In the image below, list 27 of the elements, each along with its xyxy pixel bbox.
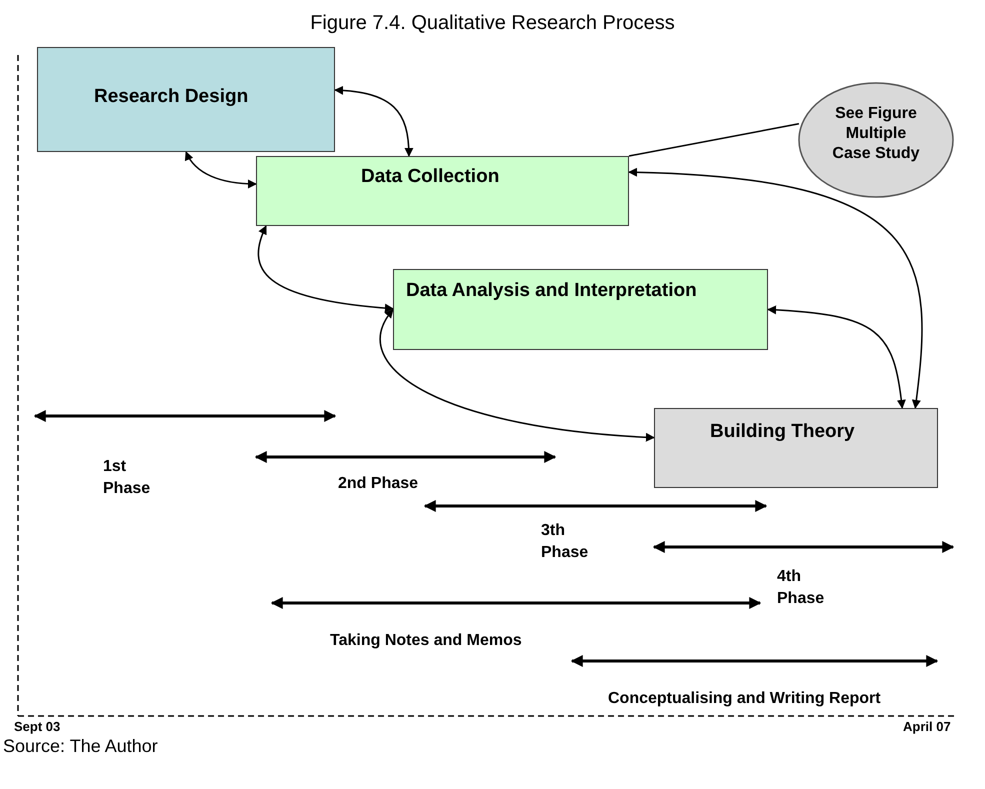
node-text: Building Theory bbox=[710, 421, 855, 443]
connector-line bbox=[628, 123, 800, 157]
phase-label: 4th Phase bbox=[777, 567, 826, 609]
node-text: See Figure Multiple Case Study bbox=[831, 104, 921, 164]
process-box bbox=[654, 408, 938, 488]
figure-title: Figure 7.4. Qualitative Research Process bbox=[309, 12, 676, 35]
arrow bbox=[334, 86, 414, 157]
arrow bbox=[628, 168, 923, 409]
arrow bbox=[258, 225, 394, 312]
process-box bbox=[256, 156, 629, 226]
date-label: April 07 bbox=[903, 718, 951, 736]
phase-label: 2nd Phase bbox=[338, 474, 418, 494]
arrow bbox=[185, 151, 257, 188]
process-box bbox=[37, 47, 335, 152]
arrow bbox=[380, 308, 655, 442]
arrow bbox=[767, 305, 906, 409]
node-text: Research Design bbox=[94, 86, 248, 108]
phase-label: 1st Phase bbox=[103, 457, 152, 499]
node-text: Data Collection bbox=[361, 166, 500, 188]
node-text: Data Analysis and Interpretation bbox=[406, 280, 697, 302]
source-caption: Source: The Author bbox=[3, 736, 158, 757]
phase-label: Conceptualising and Writing Report bbox=[608, 689, 881, 709]
phase-label: Taking Notes and Memos bbox=[330, 631, 522, 651]
date-label: Sept 03 bbox=[14, 718, 60, 736]
process-box bbox=[393, 269, 768, 350]
phase-label: 3th Phase bbox=[541, 521, 590, 563]
reference-ellipse bbox=[798, 82, 954, 198]
